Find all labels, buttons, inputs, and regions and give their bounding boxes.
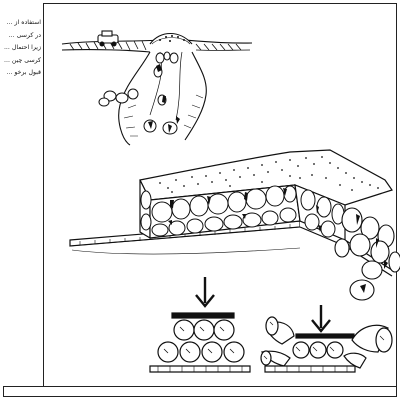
loaded-stack-left [149, 277, 251, 373]
side-text-line-5: قبول برخو ... [6, 69, 41, 77]
side-text-line-1: استفاده از ... [6, 19, 41, 26]
slope-sketch [61, 30, 253, 146]
loaded-stack-right [260, 305, 393, 373]
side-text-line-4: کرسی چین ... [4, 56, 41, 64]
bottom-border [3, 386, 397, 387]
side-text-line-2: در کرسی ... [8, 31, 41, 39]
side-text: استفاده از ... در کرسی ... زیرا احتمال .… [3, 17, 41, 80]
side-text-panel: استفاده از ... در کرسی ... زیرا احتمال .… [3, 3, 44, 387]
gabion-wall [69, 149, 400, 301]
side-text-line-3: زیرا احتمال ... [3, 44, 41, 52]
